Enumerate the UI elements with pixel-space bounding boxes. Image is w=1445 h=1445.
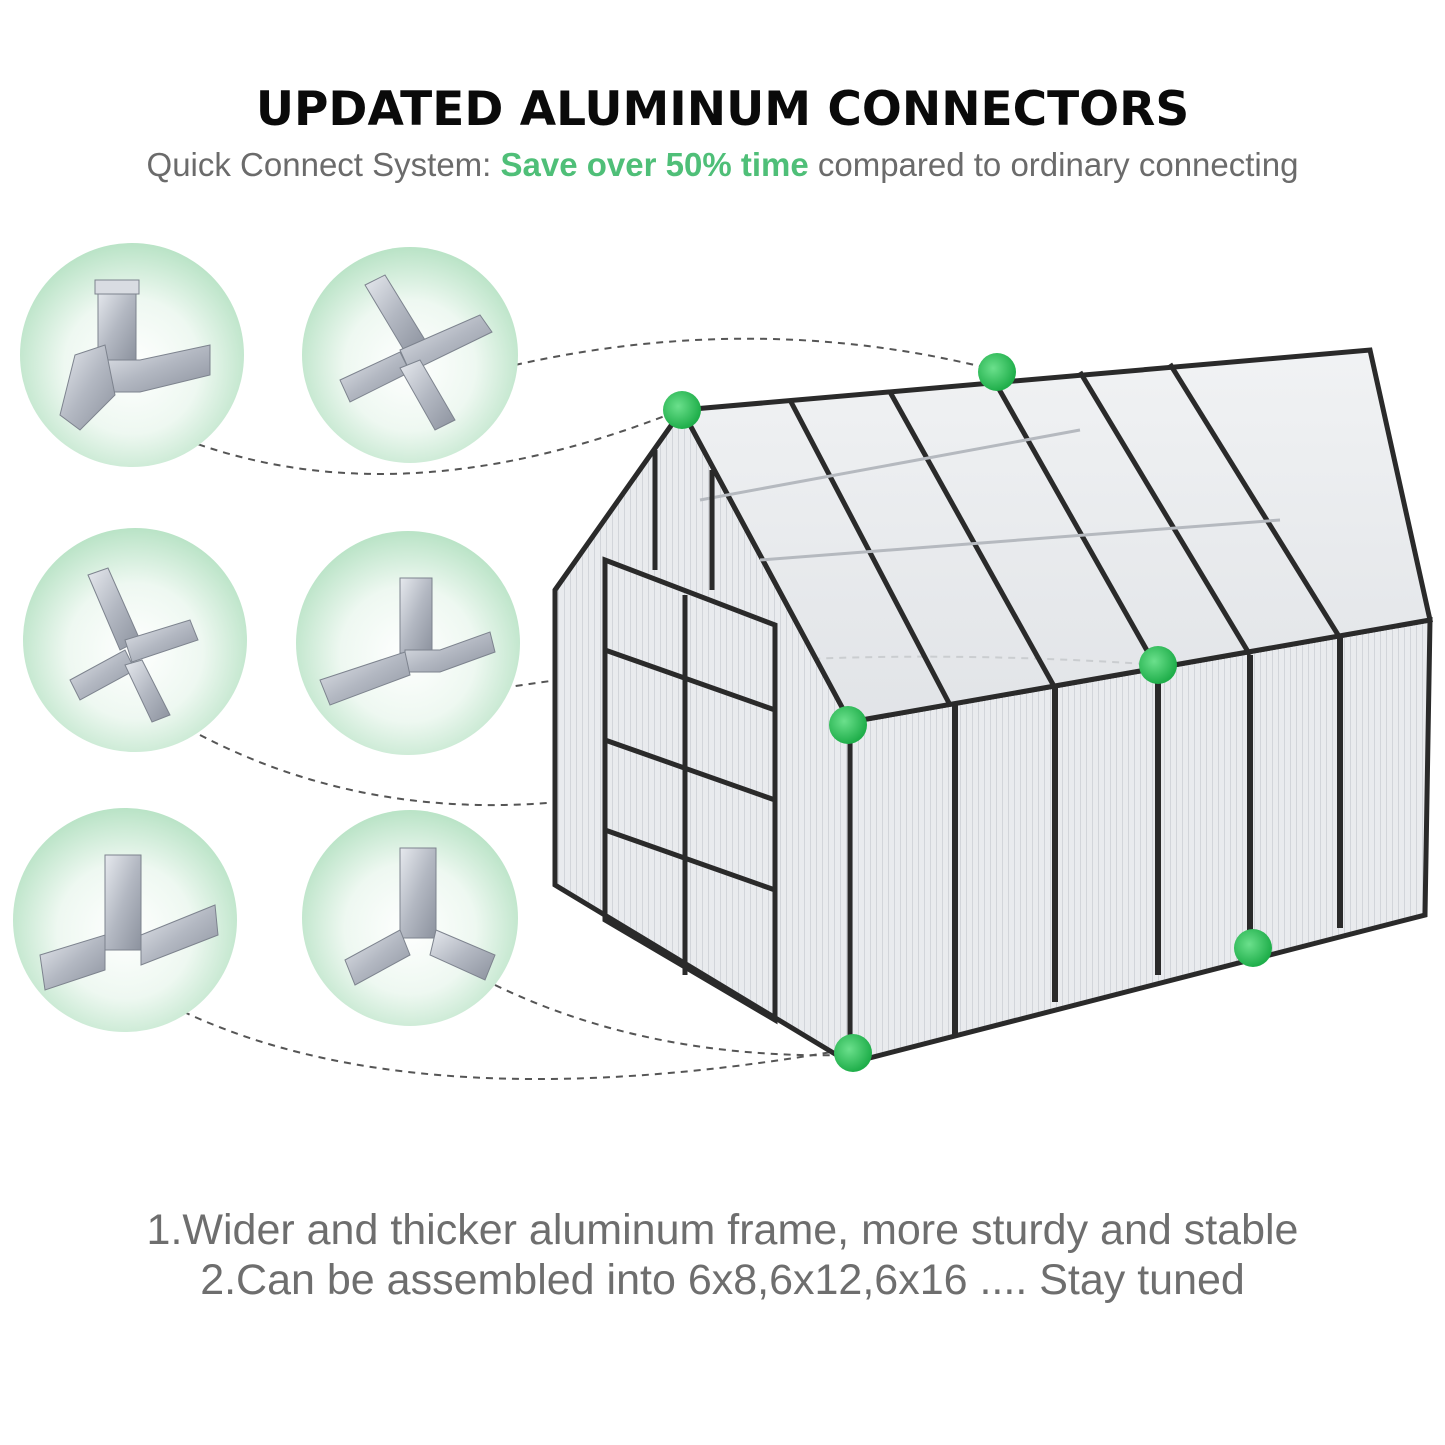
connection-marker — [663, 391, 701, 429]
door — [602, 556, 778, 1025]
connector-bubble-2 — [302, 247, 518, 463]
connector-bubble-3 — [23, 528, 247, 752]
three-way-base-connector-icon — [344, 847, 496, 986]
t-junction-connector-icon — [39, 854, 219, 991]
page-subtitle: Quick Connect System: Save over 50% time… — [0, 146, 1445, 184]
connector-bubble-4 — [296, 531, 520, 755]
connector-bubble-6 — [302, 810, 518, 1026]
connection-marker — [829, 706, 867, 744]
subtitle-suffix: compared to ordinary connecting — [808, 146, 1299, 183]
leader-line — [494, 984, 851, 1057]
feature-list: 1.Wider and thicker aluminum frame, more… — [0, 1205, 1445, 1305]
subtitle-highlight: Save over 50% time — [500, 146, 809, 183]
feature-item: 1.Wider and thicker aluminum frame, more… — [146, 1206, 1299, 1254]
connection-marker — [834, 1034, 872, 1072]
three-way-corner-connector-icon — [319, 577, 496, 706]
connection-marker — [1139, 646, 1177, 684]
connection-marker — [1234, 929, 1272, 967]
four-way-cross-connector-icon — [339, 274, 493, 431]
greenhouse-illustration — [552, 347, 1434, 1072]
feature-item: 2.Can be assembled into 6x8,6x12,6x16 ..… — [200, 1256, 1245, 1304]
subtitle-prefix: Quick Connect System: — [146, 146, 501, 183]
leader-line — [149, 409, 681, 475]
three-way-corner-connector-icon — [59, 279, 211, 431]
connection-marker — [978, 353, 1016, 391]
connection-markers — [663, 353, 1272, 1072]
connector-bubble-5 — [13, 808, 237, 1032]
page-title: UPDATED ALUMINUM CONNECTORS — [255, 82, 1190, 137]
leader-line — [159, 949, 1251, 1081]
four-way-cross-connector-icon — [69, 567, 199, 723]
leader-line — [514, 337, 996, 371]
connector-bubble-1 — [20, 243, 244, 467]
